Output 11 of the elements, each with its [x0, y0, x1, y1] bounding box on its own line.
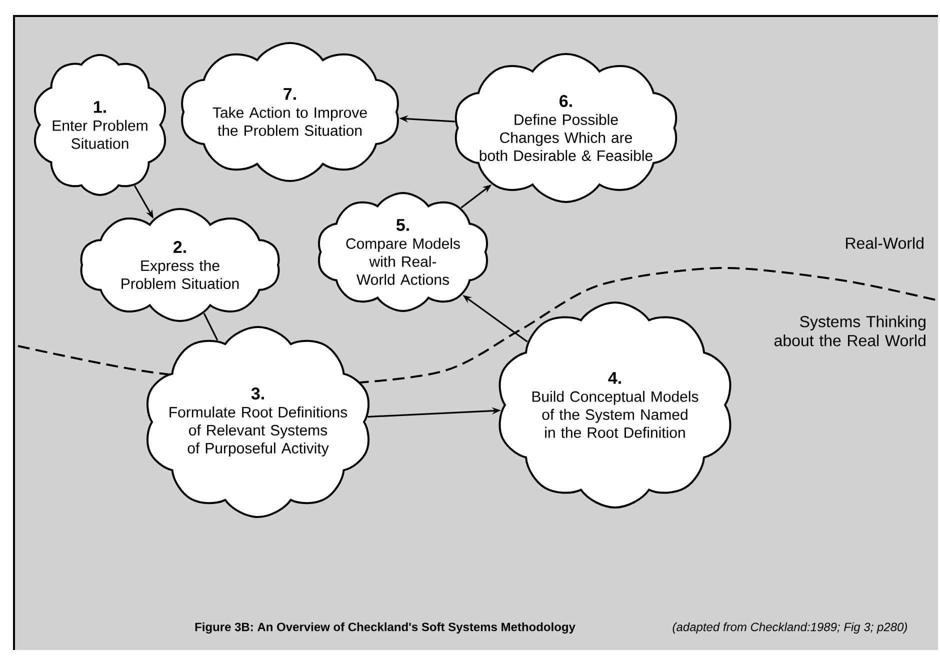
cloud-node: 6. Define Possible Changes Which are both Desirable & Feasible [454, 53, 678, 203]
cloud-node: 1. Enter Problem Situation [34, 54, 166, 196]
cloud-node: 2. Express the Problem Situation [80, 208, 280, 322]
region-label: Real-World [846, 237, 924, 249]
cloud-node: 3. Formulate Root Definitions of Relevant Systems of Purposeful Activity [146, 326, 370, 518]
region-label: Systems Thinking about the Real World [774, 316, 926, 346]
caption: Figure 3B: An Overview of Checkland's Soft Systems Methodology [195, 622, 576, 634]
cloud-node: 4. Build Conceptual Models of the System Named in the Root Definition [498, 302, 732, 508]
source-note: (adapted from Checkland:1989; Fig 3; p280) [672, 622, 907, 634]
cloud-node: 7. Take Action to Improve the Problem Situation [181, 42, 399, 182]
cloud-node: 5. Compare Models with Real-World Actions [318, 192, 488, 312]
